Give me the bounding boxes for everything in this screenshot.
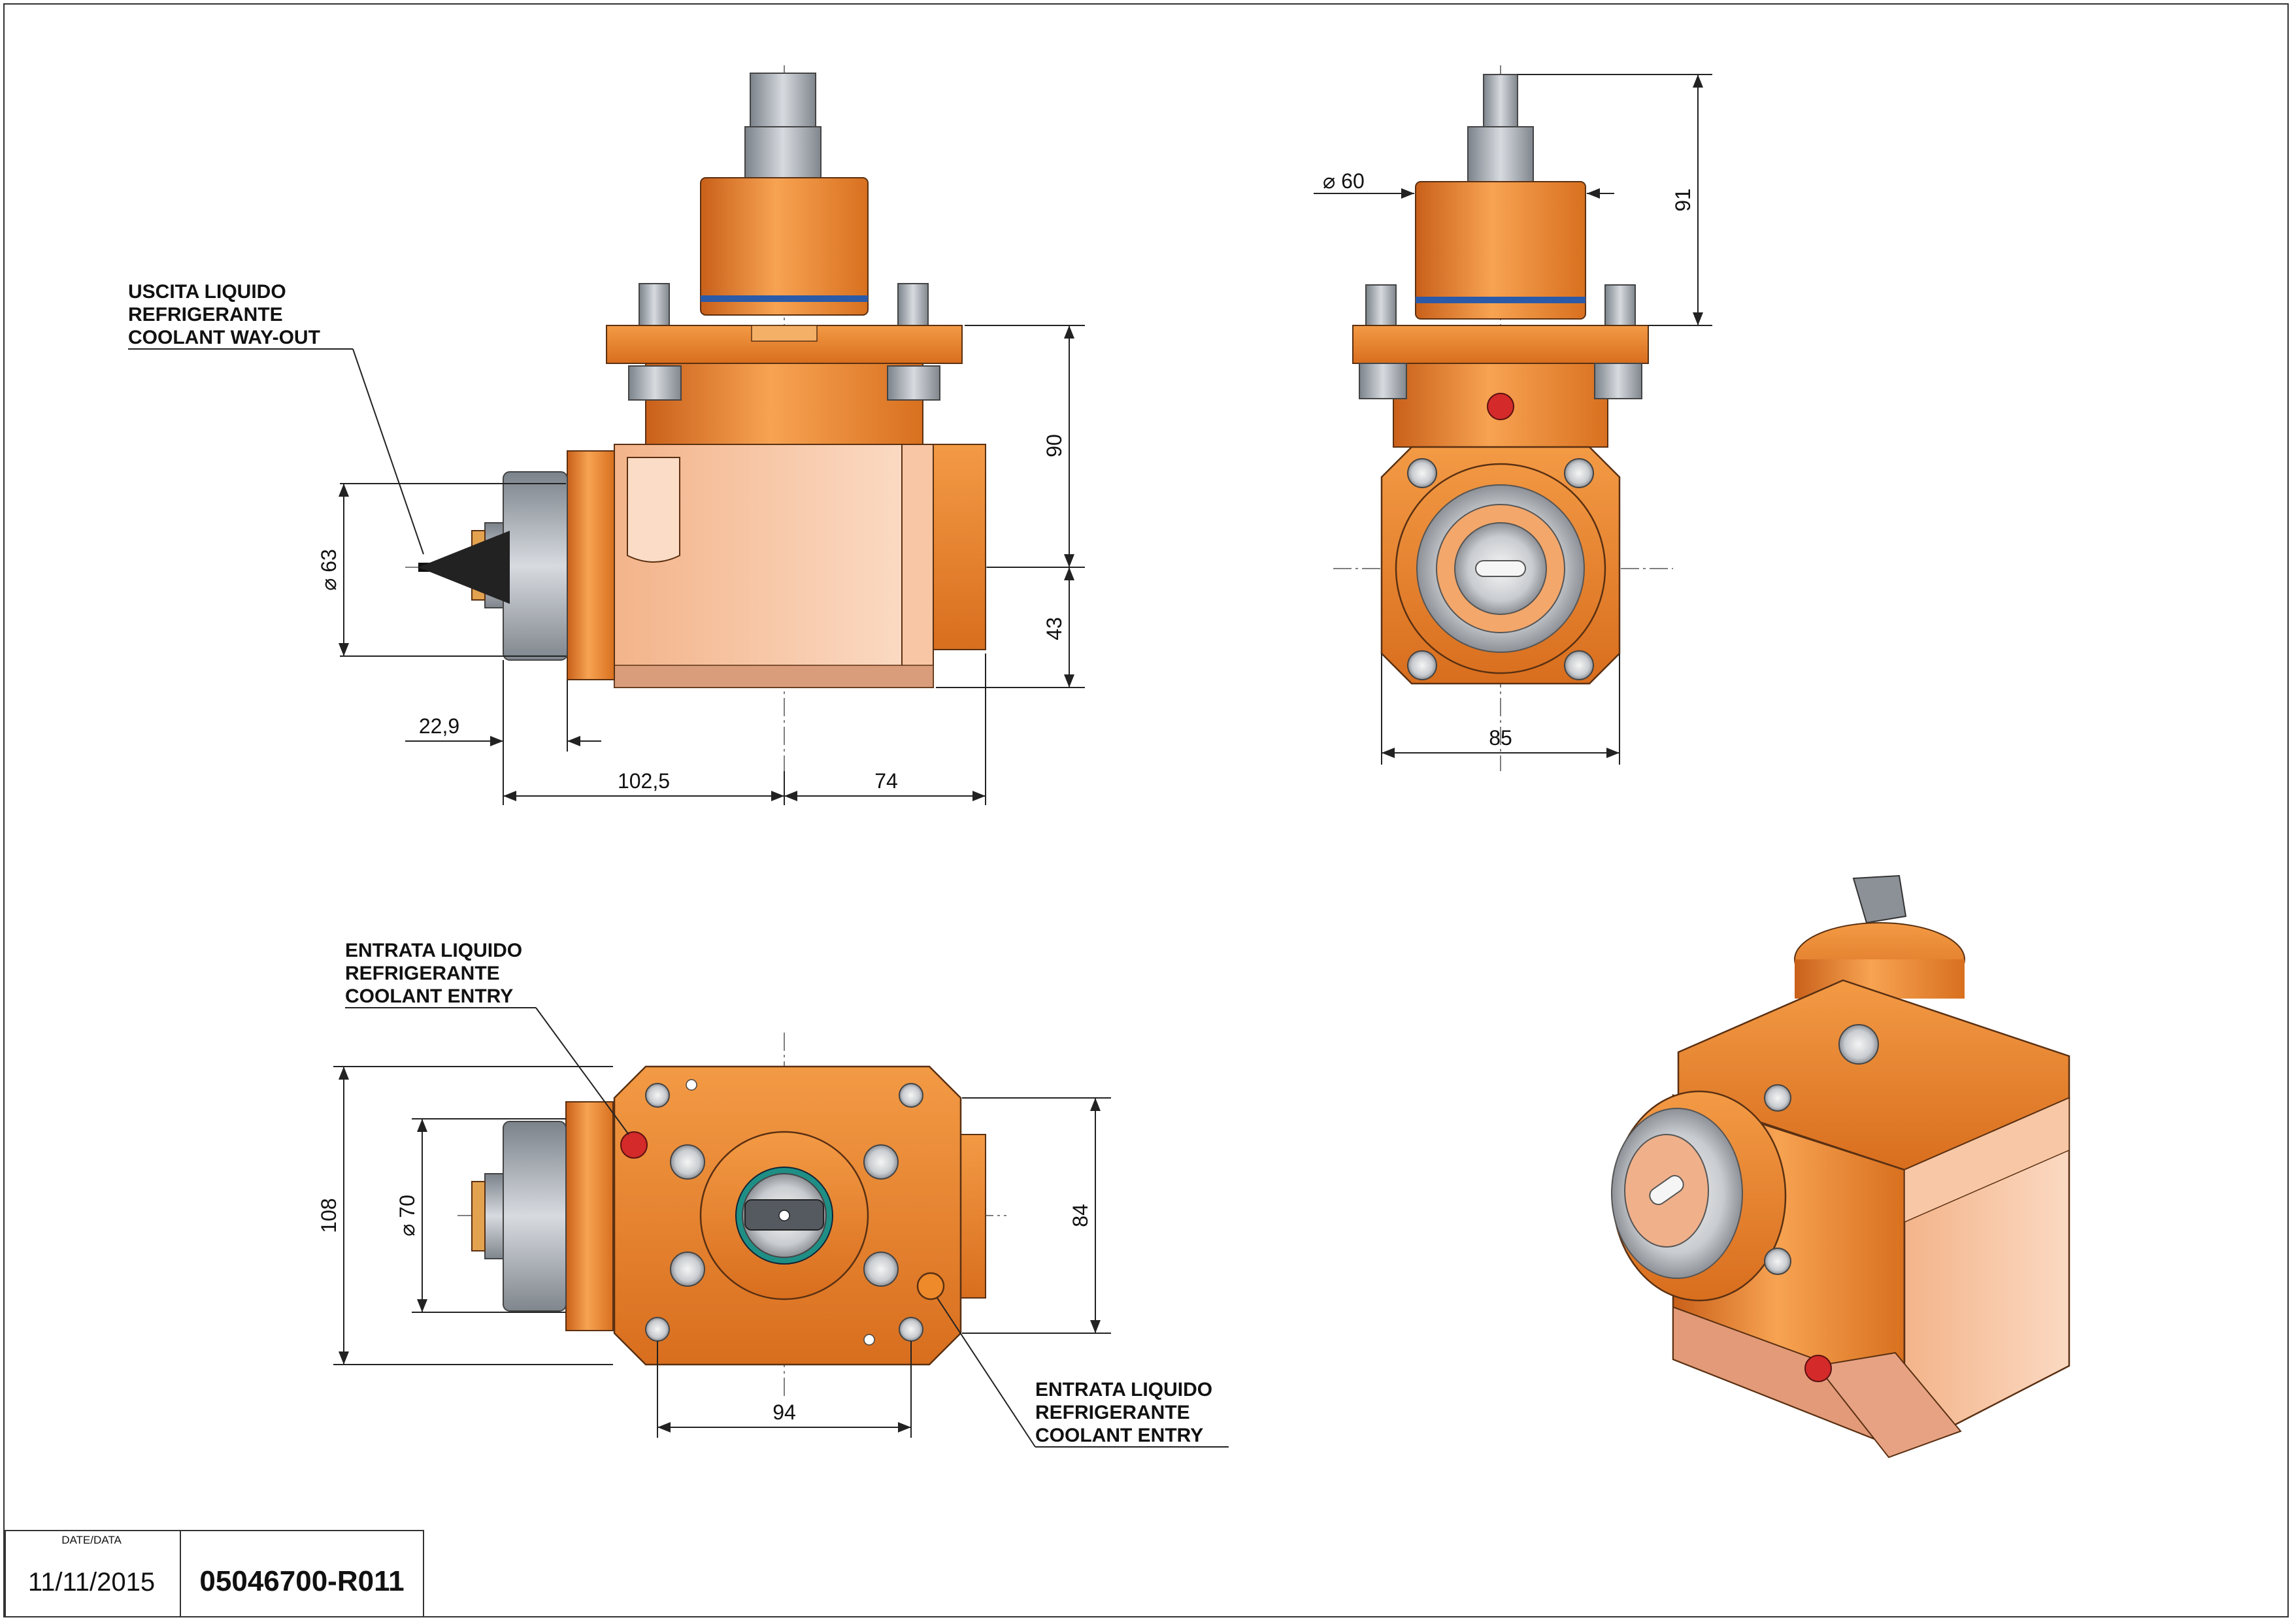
svg-text:COOLANT ENTRY: COOLANT ENTRY [345,986,513,1007]
iso-coolant-port [1804,1355,1832,1382]
title-block-drawing-code: 05046700-R011 [199,1565,404,1597]
dim-front-diameter: ⌀ 63 [317,483,566,657]
front-nose [503,471,568,661]
svg-text:COOLANT ENTRY: COOLANT ENTRY [1035,1425,1203,1446]
top-coolant-entry-1 [620,1131,648,1159]
side-flange [1352,325,1649,364]
front-bolt-left [639,283,670,326]
front-seal [701,295,868,302]
svg-text:91: 91 [1671,188,1695,212]
dim-top-height-total: 108 [317,1066,613,1365]
top-hex-bolt [670,1144,705,1180]
side-shaft-tip [1483,74,1518,127]
side-view: ⌀ 60 91 85 [1314,65,1712,771]
svg-text:ENTRATA LIQUIDO: ENTRATA LIQUIDO [345,940,522,961]
svg-text:22,9: 22,9 [419,714,459,738]
side-coolant-port [1487,393,1514,420]
iso-collet-slot [1649,1175,1684,1205]
svg-text:94: 94 [772,1400,796,1424]
dim-top-width: 94 [657,1341,912,1438]
label-coolant-entry-bottom: ENTRATA LIQUIDO REFRIGERANTE COOLANT ENT… [937,1297,1229,1448]
isometric-view [1611,874,2070,1459]
top-collar [565,1101,614,1331]
side-cylinder [1415,181,1586,320]
svg-text:USCITA LIQUIDO: USCITA LIQUIDO [128,281,286,303]
label-coolant-way-out: USCITA LIQUIDO REFRIGERANTE COOLANT WAY-… [128,281,424,555]
side-seal [1416,297,1586,303]
dim-side-height: 91 [1518,74,1712,326]
svg-text:ENTRATA LIQUIDO: ENTRATA LIQUIDO [1035,1379,1212,1400]
side-shaft [1467,126,1534,182]
svg-text:84: 84 [1069,1204,1092,1227]
svg-text:⌀ 70: ⌀ 70 [395,1195,419,1236]
front-body [614,444,903,688]
top-view: ENTRATA LIQUIDO REFRIGERANTE COOLANT ENT… [317,940,1229,1448]
front-shaft [744,73,822,178]
dim-top-height-inner: 84 [962,1097,1111,1334]
title-block: DATE/DATA 11/11/2015 05046700-R011 [5,1530,424,1617]
svg-text:REFRIGERANTE: REFRIGERANTE [345,963,500,984]
svg-text:102,5: 102,5 [618,769,670,793]
front-bolt-right [897,283,929,326]
front-neck [645,363,923,445]
front-coolant-groove [627,457,680,563]
front-view: USCITA LIQUIDO REFRIGERANTE COOLANT WAY-… [128,65,1085,805]
top-coolant-entry-2 [916,1272,945,1301]
dim-front-widths: 102,5 74 [503,654,986,805]
dim-front-offset: 22,9 [405,660,601,752]
sheet-border [3,3,2289,1617]
svg-text:90: 90 [1042,434,1066,457]
dim-side-width: 85 [1381,654,1620,765]
dim-front-height-lower: 43 [936,567,1085,688]
svg-text:74: 74 [874,769,898,793]
dim-side-diameter: ⌀ 60 [1314,169,1614,199]
svg-text:⌀ 60: ⌀ 60 [1323,169,1365,193]
label-coolant-entry-top: ENTRATA LIQUIDO REFRIGERANTE COOLANT ENT… [345,940,629,1135]
front-cylinder [700,177,869,316]
svg-text:REFRIGERANTE: REFRIGERANTE [1035,1402,1190,1423]
svg-text:108: 108 [317,1198,340,1233]
svg-text:85: 85 [1489,726,1512,750]
front-collar [567,450,615,680]
top-nose [503,1121,567,1312]
svg-text:⌀ 63: ⌀ 63 [317,549,340,591]
title-block-date: 11/11/2015 [28,1568,155,1597]
svg-text:REFRIGERANTE: REFRIGERANTE [128,304,283,325]
title-block-date-header: DATE/DATA [61,1534,122,1546]
svg-text:43: 43 [1042,617,1066,640]
iso-shaft [1852,874,1907,924]
side-ring-outer [1395,463,1606,674]
dim-top-diameter: ⌀ 70 [395,1118,566,1313]
svg-text:COOLANT WAY-OUT: COOLANT WAY-OUT [128,327,320,348]
side-collet-slot [1475,560,1526,577]
